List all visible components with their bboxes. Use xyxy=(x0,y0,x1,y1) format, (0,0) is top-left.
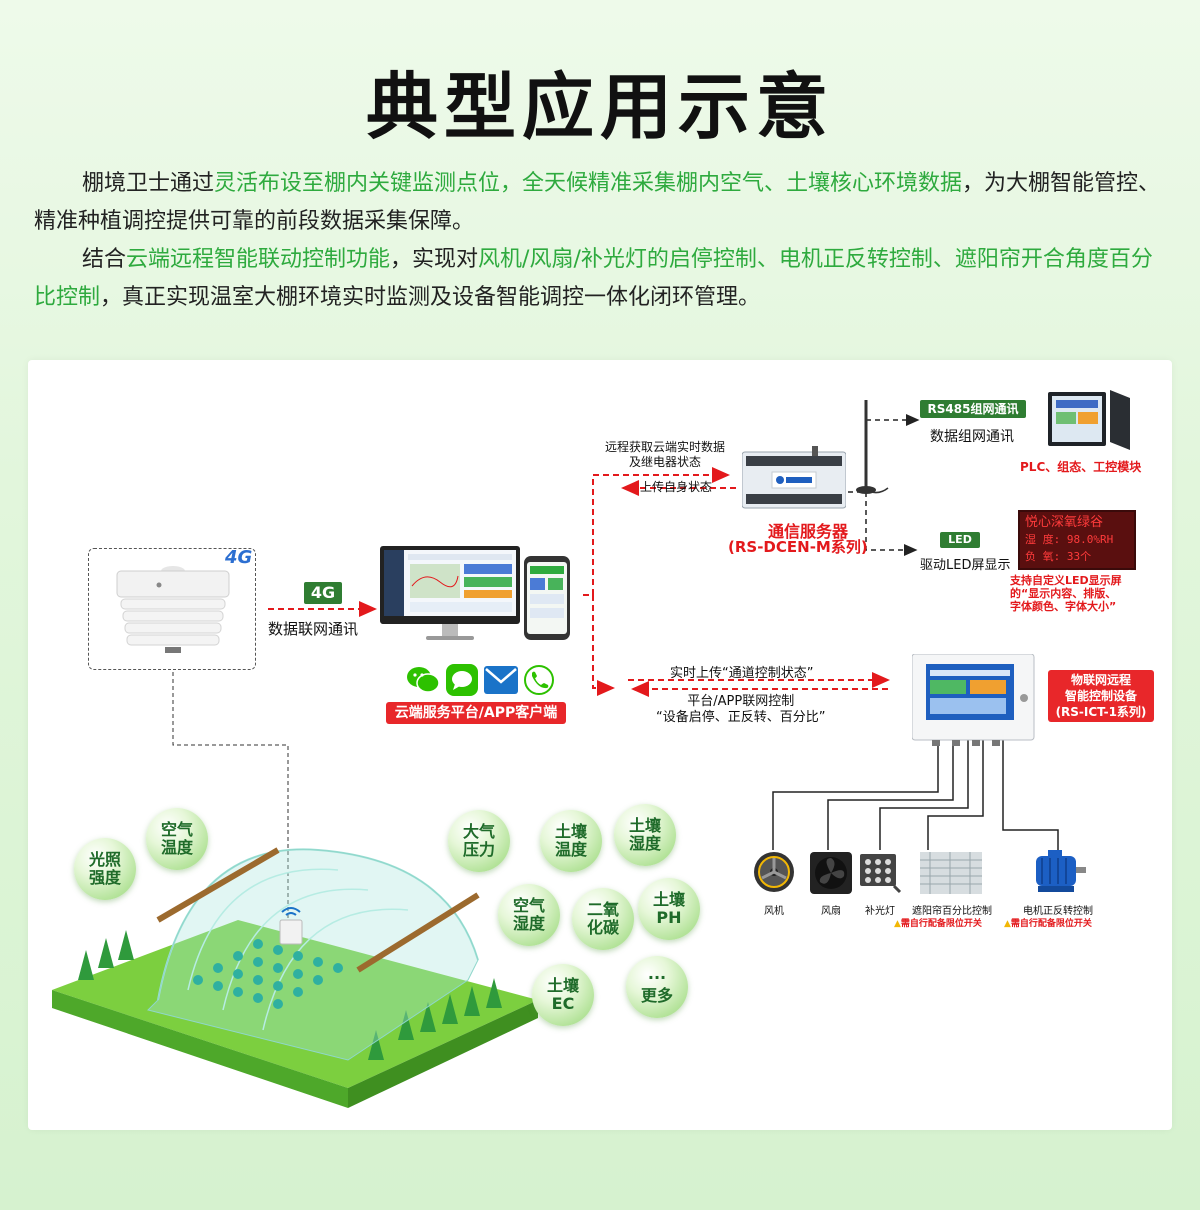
led-note: 支持自定义LED显示屏 的“显示内容、排版、 字体颜色、字体大小” xyxy=(1010,574,1122,613)
intro-highlight: 风机/风扇/补光灯的启停控制、电机正反转控制、遮阳帘开合角度百分比控制 xyxy=(34,247,1153,310)
intro-highlight: 灵活布设至棚内关键监测点位，全天候精准采集棚内空气、土壤核心环境数据 xyxy=(214,171,963,196)
rs485-label: 数据组网通讯 xyxy=(930,429,1014,445)
motor-icon xyxy=(1030,848,1086,896)
param-bubble: 土壤 EC xyxy=(532,964,594,1026)
fan-label: 风扇 xyxy=(821,906,841,917)
fan-icon xyxy=(810,852,852,894)
message-icon xyxy=(446,664,478,696)
param-bubble: 空气 温度 xyxy=(146,808,208,870)
intro-text-run: ，真正实现温室大棚环境实时监测及设备智能调控一体化闭环管理。 xyxy=(100,285,761,310)
server-link-top-line: 远程获取云端实时数据 xyxy=(605,440,726,454)
4g-tag: 4G xyxy=(304,582,342,604)
email-icon xyxy=(484,666,518,694)
intro-paragraph-1: 棚境卫士通过灵活布设至棚内关键监测点位，全天候精准采集棚内空气、土壤核心环境数据… xyxy=(34,165,1174,241)
ctrl-link-bottom-line: “设备启停、正反转、百分比” xyxy=(656,710,826,725)
sensor-drop-line xyxy=(172,672,289,925)
server-model: (RS-DCEN-M系列) xyxy=(728,538,868,556)
param-bubble: 二氧 化碳 xyxy=(572,888,634,950)
led-tag: LED xyxy=(940,532,980,548)
led-line xyxy=(865,492,918,556)
control-device-line: (RS-ICT-1系列) xyxy=(1055,705,1147,719)
control-device-line: 物联网远程 xyxy=(1070,673,1131,687)
intro-text-run: ，为大棚智能管控、精准种植调控提供可靠的前段数据采集保障。 xyxy=(34,171,1161,234)
intro-text-run: 结合 xyxy=(82,247,127,272)
ctrl-link-top-label: 实时上传“通道控制状态” xyxy=(670,666,814,681)
param-bubble: 土壤 湿度 xyxy=(614,804,676,866)
monitor-icon xyxy=(380,546,520,642)
warning-icon: ▲ xyxy=(894,919,901,929)
led-screen-line: 悦心深氧绿谷 xyxy=(1025,515,1104,530)
phone-icon xyxy=(524,556,570,640)
page-title: 典型应用示意 xyxy=(365,65,834,149)
server-link-top-line: 及继电器状态 xyxy=(629,455,702,469)
control-device-label: 物联网远程 智能控制设备 (RS-ICT-1系列) xyxy=(1048,670,1154,722)
shade-curtain-label: 遮阳帘百分比控制 xyxy=(912,906,992,917)
param-bubble: 土壤 温度 xyxy=(540,810,602,872)
shade-curtain-icon xyxy=(920,852,982,894)
server-device-icon xyxy=(741,446,847,510)
param-bubble: ··· 更多 xyxy=(626,956,688,1018)
intro-paragraph-2: 结合云端远程智能联动控制功能，实现对风机/风扇/补光灯的启停控制、电机正反转控制… xyxy=(34,241,1174,317)
grow-light-icon xyxy=(858,852,902,894)
intro-text-run: 棚境卫士通过 xyxy=(82,171,215,196)
fan-machine-label: 风机 xyxy=(764,906,784,917)
led-label: 驱动LED屏显示 xyxy=(920,558,1011,573)
grow-light-label: 补光灯 xyxy=(865,906,895,917)
touch-panel-icon xyxy=(1048,388,1130,452)
led-screen-line: 湿 度: 98.0%RH xyxy=(1025,533,1114,546)
control-cabinet-icon xyxy=(911,653,1040,746)
ctrl-link-bottom-label: 平台/APP联网控制 “设备启停、正反转、百分比” xyxy=(656,694,825,726)
warning-icon: ▲ xyxy=(1004,919,1011,929)
motor-warning: ▲需自行配备限位开关 xyxy=(1004,916,1092,929)
server-name: 通信服务器 xyxy=(768,522,849,541)
motor-warning-text: 需自行配备限位开关 xyxy=(1010,919,1092,929)
server-link-top-label: 远程获取云端实时数据 及继电器状态 xyxy=(605,440,725,470)
intro-text-run: ，实现对 xyxy=(390,247,479,272)
rs485-target: PLC、组态、工控模块 xyxy=(1020,460,1142,474)
wechat-icon xyxy=(406,665,440,695)
led-note-line: 支持自定义LED显示屏 xyxy=(1010,574,1122,587)
led-screen-line: 负 氧: 33个 xyxy=(1025,550,1092,563)
ctrl-link-bottom-line: 平台/APP联网控制 xyxy=(687,694,795,709)
led-note-line: 的“显示内容、排版、 xyxy=(1010,587,1117,600)
4g-badge: 4G xyxy=(225,547,253,568)
param-bubble: 光照 强度 xyxy=(74,838,136,900)
shade-warning: ▲需自行配备限位开关 xyxy=(894,916,982,929)
intro-text: 棚境卫士通过灵活布设至棚内关键监测点位，全天候精准采集棚内空气、土壤核心环境数据… xyxy=(34,165,1174,317)
param-bubble: 土壤 PH xyxy=(638,878,700,940)
antenna-icon xyxy=(848,398,890,498)
server-link-bottom-label: 上传自身状态 xyxy=(640,480,713,494)
connection-lines xyxy=(172,414,1059,925)
rs485-tag: RS485组网通讯 xyxy=(920,400,1026,418)
greenhouse-illustration xyxy=(48,800,548,1120)
device-wires xyxy=(772,740,1059,850)
cloud-to-server-arrow xyxy=(583,467,730,596)
sensor-shield-icon xyxy=(116,566,230,653)
diagram-panel: 4G 4G 数据联网通讯 xyxy=(28,360,1172,1130)
fan-machine-icon xyxy=(752,850,796,894)
shade-warning-text: 需自行配备限位开关 xyxy=(900,919,982,929)
4g-link-label: 数据联网通讯 xyxy=(268,620,359,638)
led-note-line: 字体颜色、字体大小” xyxy=(1010,600,1117,613)
phone-call-icon xyxy=(524,664,554,696)
motor-label: 电机正反转控制 xyxy=(1023,906,1093,917)
intro-highlight: 云端远程智能联动控制功能 xyxy=(126,247,391,272)
cloud-platform-label: 云端服务平台/APP客户端 xyxy=(386,702,566,724)
sensor-box: 4G xyxy=(88,547,256,670)
param-bubble: 空气 湿度 xyxy=(498,884,560,946)
cloud-to-control-branch xyxy=(592,595,615,696)
led-screen: 悦心深氧绿谷 湿 度: 98.0%RH 负 氧: 33个 xyxy=(1018,510,1136,570)
param-bubble: 大气 压力 xyxy=(448,810,510,872)
control-device-line: 智能控制设备 xyxy=(1064,689,1137,703)
